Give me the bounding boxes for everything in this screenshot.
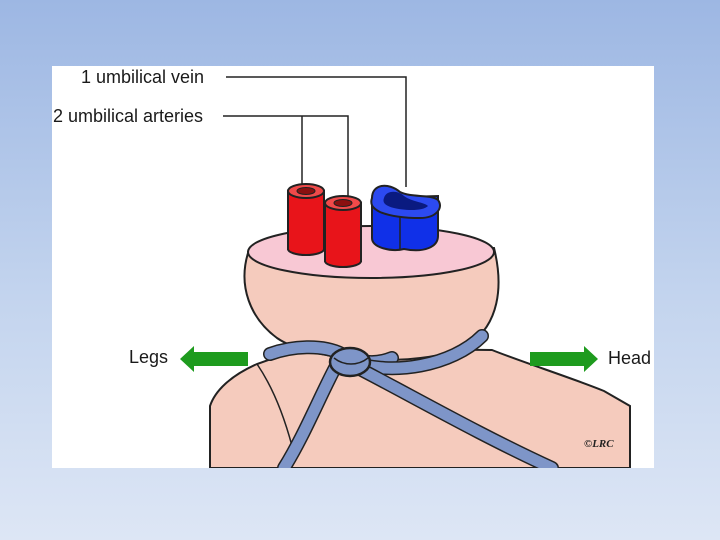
umbilical-vein <box>370 184 441 252</box>
abdomen-fold <box>256 363 293 447</box>
umbilical-cord-illustration <box>180 76 631 468</box>
head-arrow-icon <box>530 346 598 372</box>
umbilical-arteries-label: 2 umbilical arteries <box>53 106 204 126</box>
artist-signature: ©LRC <box>584 438 614 450</box>
leader-lines <box>223 76 407 197</box>
legs-arrow-icon <box>180 346 248 372</box>
diagram-panel: 1 umbilical vein 2 umbilical arteries Le… <box>52 66 654 468</box>
head-label: Head <box>608 348 652 368</box>
legs-label: Legs <box>129 347 169 367</box>
cord-tie <box>263 329 559 468</box>
vein-leader-line <box>226 76 407 187</box>
knot <box>328 346 372 378</box>
umbilical-artery-1 <box>287 183 325 256</box>
artery-leader-line <box>223 115 349 197</box>
umbilical-artery-2 <box>324 195 362 268</box>
umbilical-vein-label: 1 umbilical vein <box>81 67 205 87</box>
